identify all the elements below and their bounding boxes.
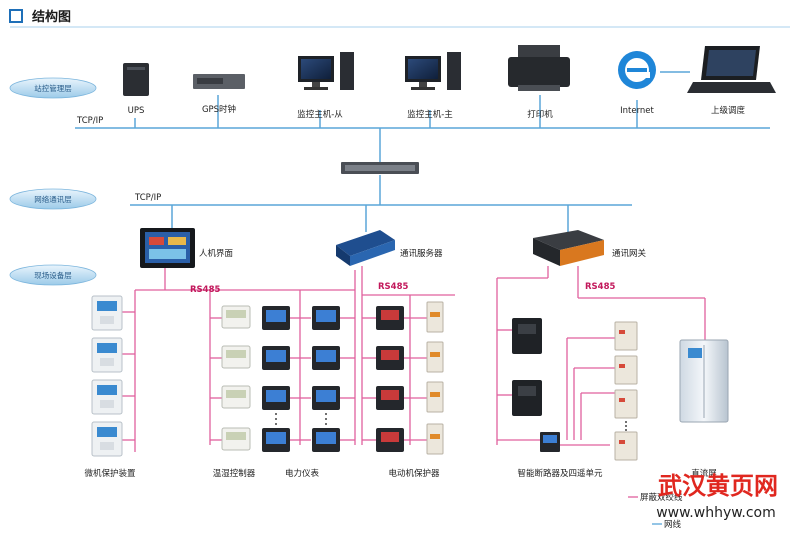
rs485-label-gateway: RS485 <box>585 282 615 292</box>
comm-server-label: 通讯服务器 <box>400 248 443 259</box>
ethernet-lines <box>75 71 770 232</box>
layer-management-label: 站控管理层 <box>34 83 72 93</box>
network-switch-device <box>341 162 419 174</box>
comm-gateway-label: 通讯网关 <box>612 248 647 259</box>
printer-device: 打印机 <box>508 45 570 120</box>
layer-management: 站控管理层 <box>9 77 97 99</box>
power-meter-label: 电力仪表 <box>285 468 320 479</box>
rs485-lines <box>122 266 706 452</box>
gps-clock-label: GPS时钟 <box>202 104 236 115</box>
power-meters: 电力仪表 <box>262 306 340 479</box>
smart-breaker-label: 智能断路器及四遥单元 <box>517 468 603 479</box>
monitor-slave-device: 监控主机-从 <box>297 52 354 120</box>
temp-humidity-label: 温湿控制器 <box>213 468 256 479</box>
rs485-label-hmi: RS485 <box>190 285 220 295</box>
layer-field-label: 现场设备层 <box>34 270 72 280</box>
ups-label: UPS <box>128 106 145 116</box>
monitor-master-label: 监控主机-主 <box>407 109 453 120</box>
laptop-device: 上级调度 <box>687 46 776 116</box>
watermark-url: www.whhyw.com <box>656 505 776 521</box>
watermark-cn: 武汉黄页网 <box>658 472 778 500</box>
layer-field: 现场设备层 <box>9 264 97 286</box>
title-marker-icon <box>9 9 23 23</box>
dc-screen-label: 直流屏 <box>691 468 717 479</box>
dc-screen-cabinet: 直流屏 <box>679 339 729 479</box>
tcp-label-top: TCP/IP <box>76 116 103 126</box>
motor-protectors: 电动机保护器 <box>376 301 444 479</box>
comm-server-device: 通讯服务器 <box>336 230 443 266</box>
hmi-device: 人机界面 <box>140 228 234 268</box>
ups-device: UPS <box>123 63 149 116</box>
layer-network-label: 网络通讯层 <box>34 194 72 204</box>
upper-dispatch-label: 上级调度 <box>711 105 746 116</box>
micro-protection-label: 微机保护装置 <box>84 468 136 479</box>
shielded-cable-label: 屏蔽双绞线 <box>640 492 683 503</box>
rs485-label-server: RS485 <box>378 282 408 292</box>
layer-network: 网络通讯层 <box>9 188 97 210</box>
page-title: 结构图 <box>32 9 71 25</box>
printer-label: 打印机 <box>527 109 553 120</box>
gps-clock-device: GPS时钟 <box>193 74 245 115</box>
smart-breakers: 智能断路器及四遥单元 <box>512 318 603 479</box>
network-cable-label: 网线 <box>664 519 682 530</box>
internet-label: Internet <box>620 106 654 116</box>
motor-protector-label: 电动机保护器 <box>388 468 440 479</box>
cable-legend: 屏蔽双绞线 网线 <box>628 492 683 530</box>
monitor-master-device: 监控主机-主 <box>405 52 461 120</box>
hmi-label: 人机界面 <box>199 248 234 259</box>
monitor-slave-label: 监控主机-从 <box>297 109 343 120</box>
micro-protection-devices: 微机保护装置 <box>84 295 136 479</box>
watermark: 武汉黄页网 www.whhyw.com <box>656 472 778 521</box>
remote-units <box>614 321 638 461</box>
tcp-label-mid: TCP/IP <box>134 193 161 203</box>
comm-gateway-device: 通讯网关 <box>533 230 647 266</box>
temp-humidity-controllers: 温湿控制器 <box>213 305 256 479</box>
internet-icon: Internet <box>618 51 656 116</box>
